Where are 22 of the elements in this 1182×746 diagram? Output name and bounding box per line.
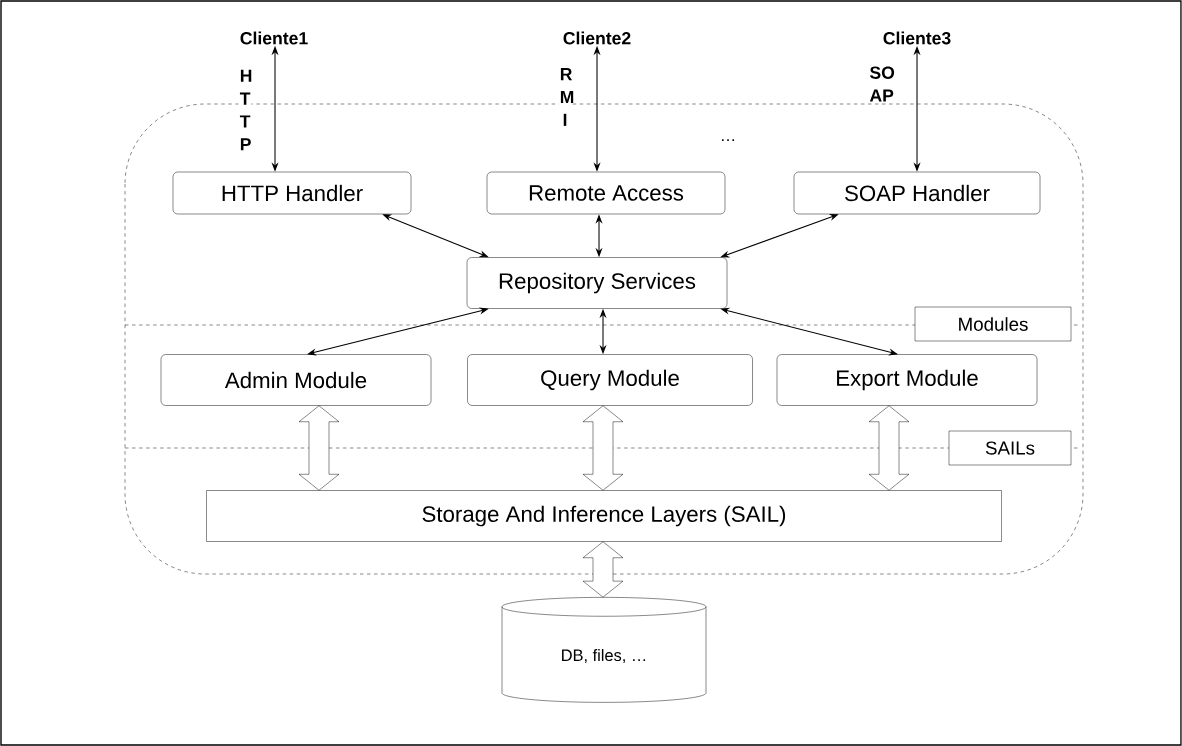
ellipsis: … — [722, 139, 734, 141]
block-arrow — [298, 405, 340, 491]
block-arrow — [582, 541, 624, 598]
edge-label: R M I — [558, 66, 574, 128]
component-box: Repository Services — [466, 257, 728, 309]
layer-label-box: SAILs — [948, 430, 1072, 466]
component-box: HTTP Handler — [172, 171, 412, 215]
database-cylinder: DB, files, … — [501, 597, 707, 703]
client-label: Cliente2 — [563, 31, 631, 45]
component-box: Query Module — [467, 354, 753, 406]
block-arrow — [868, 405, 910, 491]
edge-label: H T T P — [238, 68, 252, 152]
component-box: SOAP Handler — [793, 171, 1041, 215]
component-box: Admin Module — [160, 354, 432, 406]
client-label: Cliente1 — [240, 31, 308, 45]
block-arrow — [582, 405, 624, 491]
edge-label: SO AP — [868, 65, 895, 103]
layer-box: Storage And Inference Layers (SAIL) — [206, 490, 1002, 542]
layer-label-box: Modules — [914, 306, 1072, 342]
component-box: Remote Access — [486, 171, 726, 215]
client-label: Cliente3 — [883, 31, 951, 45]
component-box: Export Module — [776, 354, 1038, 406]
